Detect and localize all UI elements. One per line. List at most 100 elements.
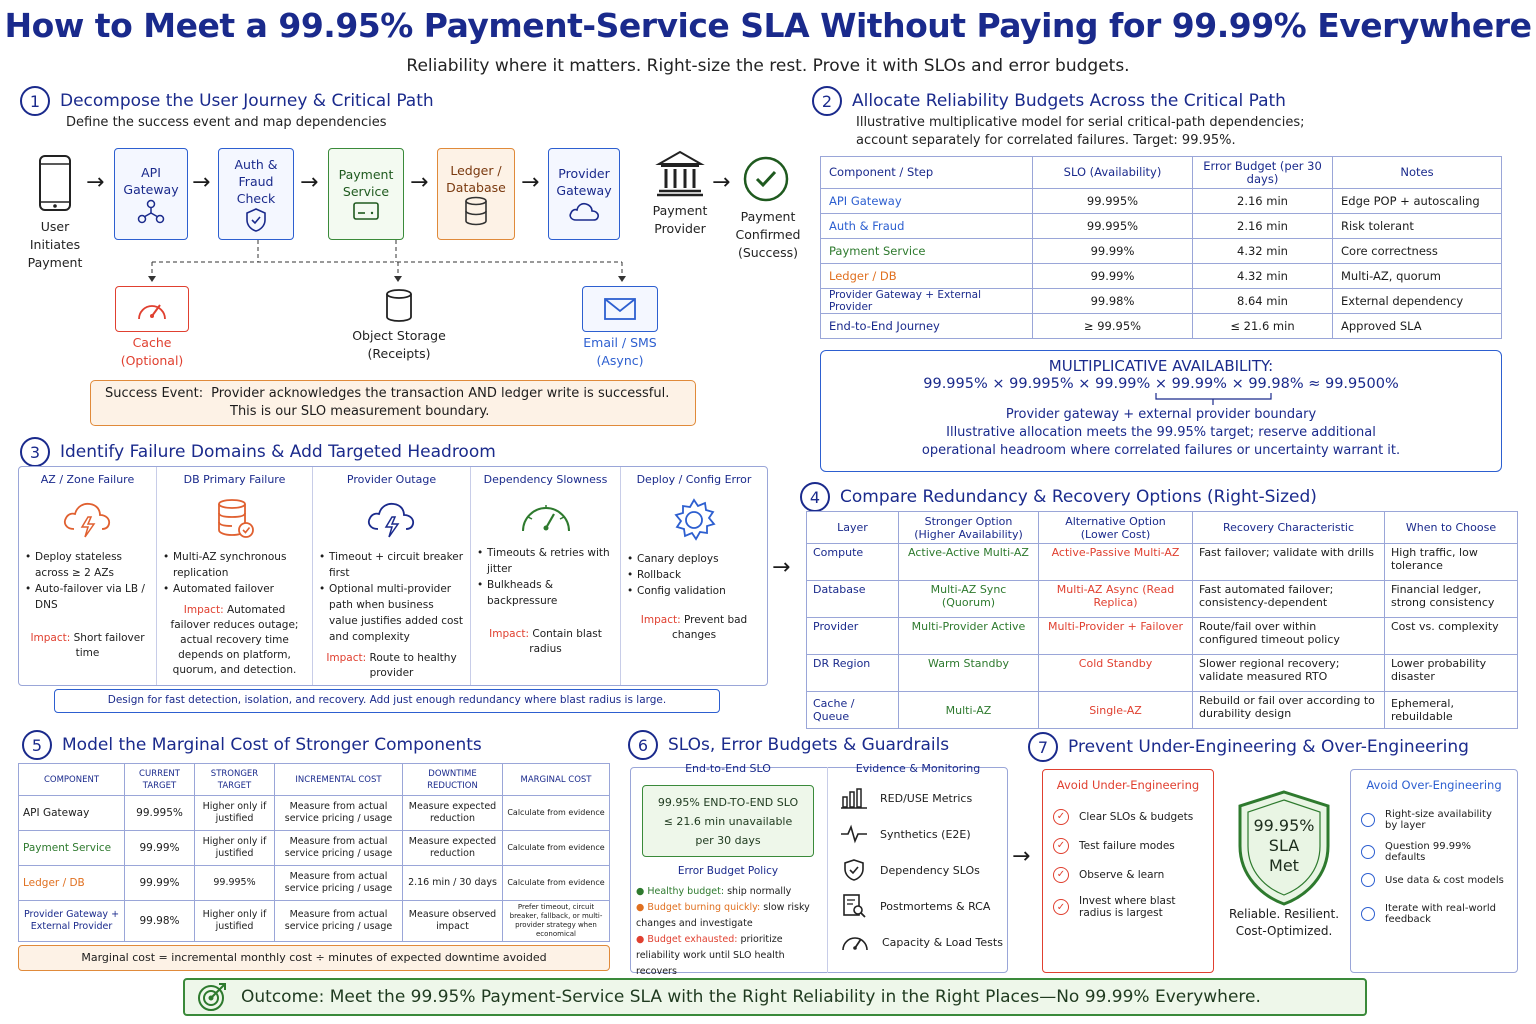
section-2-desc-2: account separately for correlated failur… <box>856 133 1236 148</box>
list-item: ✓Observe & learn <box>1053 860 1203 889</box>
email-sms-label: Email / SMS (Async) <box>583 335 657 368</box>
multiplicative-box: MULTIPLICATIVE AVAILABILITY: 99.995% × 9… <box>820 350 1502 472</box>
success-event-text-2: This is our SLO measurement boundary. <box>230 404 490 419</box>
failure-domain-slowness: Dependency Slowness Timeouts & retries w… <box>471 467 621 685</box>
shield-check-icon <box>246 207 266 232</box>
phone-icon <box>38 154 72 216</box>
pulse-icon <box>841 824 867 844</box>
multiplicative-note-3: operational headroom where correlated fa… <box>921 443 1401 458</box>
marginal-cost-table: COMPONENT CURRENT TARGET STRONGER TARGET… <box>18 763 610 942</box>
circle-icon <box>1361 907 1375 921</box>
marginal-cost-formula: Marginal cost = incremental monthly cost… <box>18 945 610 971</box>
budget-table: Component / Step SLO (Availability) Erro… <box>820 156 1502 339</box>
email-sms-box <box>582 286 658 332</box>
success-event-label: Success Event: <box>105 386 204 401</box>
policy-exhausted: ● Budget exhausted: prioritize reliabili… <box>636 934 785 977</box>
api-gateway-box: API Gateway <box>114 148 188 240</box>
section-3-number: 3 <box>20 437 50 467</box>
section-6-title: SLOs, Error Budgets & Guardrails <box>668 735 950 755</box>
success-event-text-1: Provider acknowledges the transaction AN… <box>211 386 670 401</box>
payment-confirmed-label: Payment Confirmed (Success) <box>735 209 801 260</box>
list-item: Use data & cost models <box>1361 866 1507 894</box>
cloud-icon <box>569 202 599 221</box>
target-icon <box>198 983 226 1011</box>
section-2-desc-1: Illustrative multiplicative model for se… <box>856 115 1305 130</box>
speedometer-icon <box>521 505 570 532</box>
multiplicative-note-2: Illustrative allocation meets the 99.95%… <box>946 425 1376 440</box>
section-6-number: 6 <box>628 730 658 760</box>
flow-arrow: → <box>521 170 540 195</box>
budget-col-notes: Notes <box>1332 156 1502 189</box>
check-circle-icon <box>743 156 789 206</box>
section-3-title: Identify Failure Domains & Add Targeted … <box>60 442 496 462</box>
section-2-number: 2 <box>812 86 842 116</box>
payment-service-box: Payment Service <box>328 148 404 240</box>
payment-provider-label: Payment Provider <box>652 203 708 236</box>
e2e-slo-label: End-to-End SLO <box>685 762 771 775</box>
section-3-header: 3 Identify Failure Domains & Add Targete… <box>20 437 496 467</box>
sla-shield-icon <box>1238 790 1330 906</box>
outcome-banner: Outcome: Meet the 99.95% Payment-Service… <box>183 978 1367 1016</box>
circle-icon <box>1361 845 1375 859</box>
dependency-connectors <box>148 240 626 282</box>
flow-arrow: → <box>712 170 731 195</box>
tagline: Reliable. Resilient. Cost-Optimized. <box>1228 907 1340 938</box>
failure-domain-provider: Provider Outage Timeout + circuit breake… <box>313 467 471 685</box>
section-6-header: 6 SLOs, Error Budgets & Guardrails <box>628 730 949 760</box>
error-budget-policy-title: Error Budget Policy <box>677 865 779 877</box>
boundary-bracket <box>1155 393 1272 405</box>
multiplicative-title: MULTIPLICATIVE AVAILABILITY: <box>1048 357 1274 375</box>
flow-arrow: → <box>410 170 429 195</box>
under-engineering-panel: Avoid Under-Engineering ✓Clear SLOs & bu… <box>1042 769 1214 973</box>
success-event-box: Success Event: Provider acknowledges the … <box>90 380 696 426</box>
flow-arrow: → <box>1012 844 1031 869</box>
budget-col-component: Component / Step <box>820 156 1033 189</box>
database-alert-icon <box>217 499 254 538</box>
document-search-icon <box>843 894 866 918</box>
over-engineering-panel: Avoid Over-Engineering Right-size availa… <box>1350 769 1518 973</box>
section-4-header: 4 Compare Redundancy & Recovery Options … <box>800 482 1317 512</box>
redundancy-table: Layer Stronger Option (Higher Availabili… <box>806 511 1518 729</box>
gear-icon <box>674 498 716 541</box>
network-icon <box>137 199 165 224</box>
over-engineering-title: Avoid Over-Engineering <box>1366 778 1502 792</box>
card-icon <box>353 202 379 220</box>
budget-table-header: Component / Step SLO (Availability) Erro… <box>820 156 1502 189</box>
cloud-lightning-icon <box>63 502 110 538</box>
flow-arrow: → <box>192 170 211 195</box>
budget-col-slo: SLO (Availability) <box>1032 156 1193 189</box>
failure-domains-panel: AZ / Zone Failure Deploy stateless acros… <box>18 466 768 686</box>
section-5-title: Model the Marginal Cost of Stronger Comp… <box>62 735 482 755</box>
sla-met-text: 99.95% SLA Met <box>1253 816 1315 875</box>
user-initiates-label: User Initiates Payment <box>27 219 83 270</box>
slo-divider <box>827 767 828 973</box>
bank-icon <box>655 148 705 202</box>
circle-icon <box>1361 873 1375 887</box>
gauge-icon <box>842 937 868 951</box>
policy-burning: ● Budget burning quickly: slow risky cha… <box>636 902 810 929</box>
section-4-title: Compare Redundancy & Recovery Options (R… <box>840 487 1317 507</box>
object-storage-label: Object Storage (Receipts) <box>352 328 446 361</box>
section-7-header: 7 Prevent Under-Engineering & Over-Engin… <box>1028 732 1469 762</box>
slo-panel <box>630 767 1008 973</box>
section-7-number: 7 <box>1028 732 1058 762</box>
section-1-number: 1 <box>20 86 50 116</box>
check-icon: ✓ <box>1053 899 1069 915</box>
list-item: ✓Test failure modes <box>1053 831 1203 860</box>
section-4-number: 4 <box>800 482 830 512</box>
list-item: Question 99.99% defaults <box>1361 838 1507 866</box>
database-icon <box>465 196 487 226</box>
flow-arrow: → <box>86 170 105 195</box>
section-2-title: Allocate Reliability Budgets Across the … <box>852 91 1286 111</box>
check-icon: ✓ <box>1053 808 1069 825</box>
storage-icon <box>384 288 414 328</box>
outcome-text: Outcome: Meet the 99.95% Payment-Service… <box>241 987 1261 1007</box>
page-subtitle: Reliability where it matters. Right-size… <box>406 56 1130 76</box>
auth-fraud-box: Auth & Fraud Check <box>218 148 294 240</box>
list-item: Iterate with real-world feedback <box>1361 894 1507 934</box>
